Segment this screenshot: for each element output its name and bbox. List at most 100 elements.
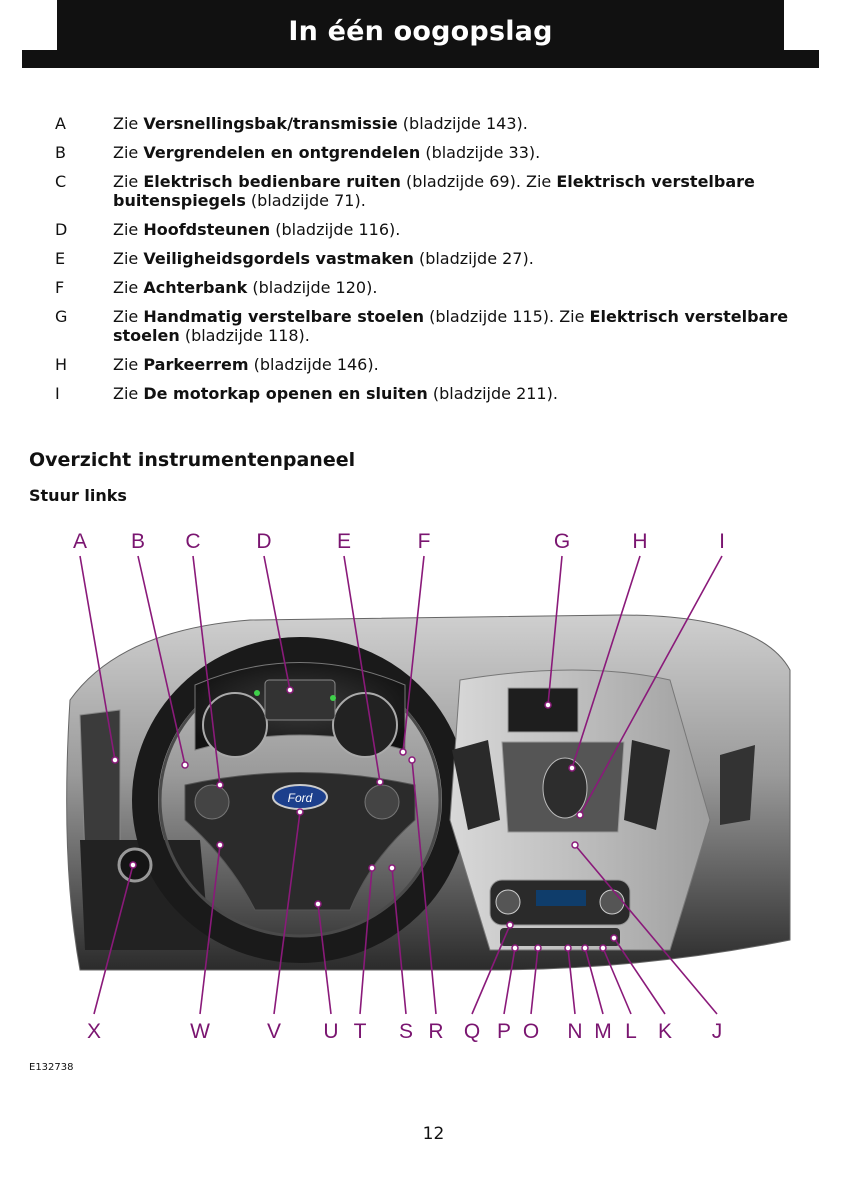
right-console-vent xyxy=(624,740,670,830)
callout-line xyxy=(571,555,641,769)
subsection-title: Stuur links xyxy=(29,486,127,505)
callout-label: H xyxy=(632,530,647,553)
callout-line xyxy=(79,555,116,761)
reference-text: Zie Veiligheidsgordels vastmaken (bladzi… xyxy=(113,249,825,268)
topic-link-text: Versnellingsbak/transmissie xyxy=(143,114,398,133)
callout-dot xyxy=(506,921,514,929)
topic-link-text: De motorkap openen en sluiten xyxy=(143,384,428,403)
reference-text: Zie Handmatig verstelbare stoelen (bladz… xyxy=(113,307,825,345)
callout-label: N xyxy=(567,1020,582,1043)
reference-letter: A xyxy=(55,114,66,133)
reference-fragment: Zie xyxy=(113,278,144,297)
callout-dot xyxy=(216,781,224,789)
callout-line xyxy=(402,555,425,753)
callout-line xyxy=(391,867,407,1015)
reference-fragment: Zie xyxy=(113,249,144,268)
reference-letter: I xyxy=(55,384,60,403)
reference-fragment: Zie xyxy=(113,220,144,239)
callout-dot xyxy=(314,900,322,908)
reference-letter: H xyxy=(55,355,68,374)
callout-line xyxy=(359,867,373,1015)
callout-dot xyxy=(610,934,618,942)
topic-link-text: Handmatig verstelbare stoelen xyxy=(143,307,424,326)
callout-dot xyxy=(368,864,376,872)
right-spoke-buttons xyxy=(364,784,400,820)
callout-dot xyxy=(216,841,224,849)
figure-id: E132738 xyxy=(29,1062,74,1073)
ford-emblem-text: Ford xyxy=(288,791,313,805)
callout-line xyxy=(317,903,332,1015)
callout-dot xyxy=(111,756,119,764)
callout-label: R xyxy=(428,1020,443,1043)
callout-dot xyxy=(568,764,576,772)
topic-link-text: Veiligheidsgordels vastmaken xyxy=(143,249,414,268)
reference-text: Zie Elektrisch bedienbare ruiten (bladzi… xyxy=(113,172,825,210)
left-console-vent xyxy=(452,740,500,830)
callout-label: Q xyxy=(464,1020,480,1043)
reference-letter: E xyxy=(55,249,66,268)
reference-fragment: Zie xyxy=(113,307,144,326)
topic-link-text: Elektrisch bedienbare ruiten xyxy=(143,172,401,191)
callout-line xyxy=(343,555,381,783)
callout-label: M xyxy=(594,1020,612,1043)
speedometer-gauge xyxy=(202,692,268,758)
callout-dot xyxy=(296,808,304,816)
callout-line xyxy=(602,947,632,1015)
reference-letter: F xyxy=(55,278,65,297)
callout-dot xyxy=(129,861,137,869)
reference-item: E Zie Veiligheidsgordels vastmaken (bladz… xyxy=(55,249,825,268)
reference-fragment: (bladzijde 143). xyxy=(397,114,528,133)
callout-label: S xyxy=(399,1020,413,1043)
reference-fragment: (bladzijde 211). xyxy=(427,384,558,403)
reference-fragment: (bladzijde 146). xyxy=(248,355,379,374)
callout-label: U xyxy=(323,1020,338,1043)
reference-fragment: (bladzijde 71). xyxy=(245,191,366,210)
topic-link-text: Achterbank xyxy=(143,278,248,297)
topic-link-text: Hoofdsteunen xyxy=(143,220,271,239)
callout-label: W xyxy=(190,1020,210,1043)
callout-dot xyxy=(511,944,519,952)
callout-label: E xyxy=(337,530,351,553)
callout-label: O xyxy=(523,1020,539,1043)
reference-fragment: (bladzijde 27). xyxy=(413,249,534,268)
callout-line xyxy=(567,947,576,1015)
multimedia-screen xyxy=(507,687,579,733)
reference-fragment: (bladzijde 118). xyxy=(179,326,310,345)
reference-letter: C xyxy=(55,172,67,191)
callout-label: J xyxy=(712,1020,723,1043)
callout-label: I xyxy=(719,530,725,553)
topic-link-text: Vergrendelen en ontgrendelen xyxy=(143,143,421,162)
callout-line xyxy=(579,555,723,816)
reference-item: H Zie Parkeerrem (bladzijde 146). xyxy=(55,355,825,374)
callout-line xyxy=(199,844,221,1015)
callout-line xyxy=(613,937,666,1015)
callout-label: A xyxy=(73,530,87,553)
callout-line xyxy=(263,555,291,691)
callout-label: F xyxy=(418,530,431,553)
callout-dot xyxy=(408,756,416,764)
callout-dot xyxy=(576,811,584,819)
callout-dot xyxy=(399,748,407,756)
callout-line xyxy=(192,555,221,786)
callout-label: B xyxy=(131,530,145,553)
steering-hub xyxy=(184,772,416,911)
reference-letter: D xyxy=(55,220,68,239)
callout-lines xyxy=(79,555,723,1015)
topic-link-text: Elektrisch verstelbare stoelen xyxy=(113,307,789,345)
reference-list: A Zie Versnellingsbak/transmissie (bladzi… xyxy=(55,114,825,413)
topic-link-text: Parkeerrem xyxy=(143,355,249,374)
callout-line xyxy=(137,555,186,766)
reference-item: C Zie Elektrisch bedienbare ruiten (bladz… xyxy=(55,172,825,210)
callout-dot xyxy=(286,686,294,694)
reference-fragment: Zie xyxy=(113,143,144,162)
topic-link-text: Elektrisch verstelbare buitenspiegels xyxy=(113,172,755,210)
callout-line xyxy=(273,811,301,1015)
reference-text: Zie Vergrendelen en ontgrendelen (bladzi… xyxy=(113,143,825,162)
tachometer-gauge xyxy=(332,692,398,758)
left-climate-knob xyxy=(495,889,521,915)
reference-text: Zie Parkeerrem (bladzijde 146). xyxy=(113,355,825,374)
